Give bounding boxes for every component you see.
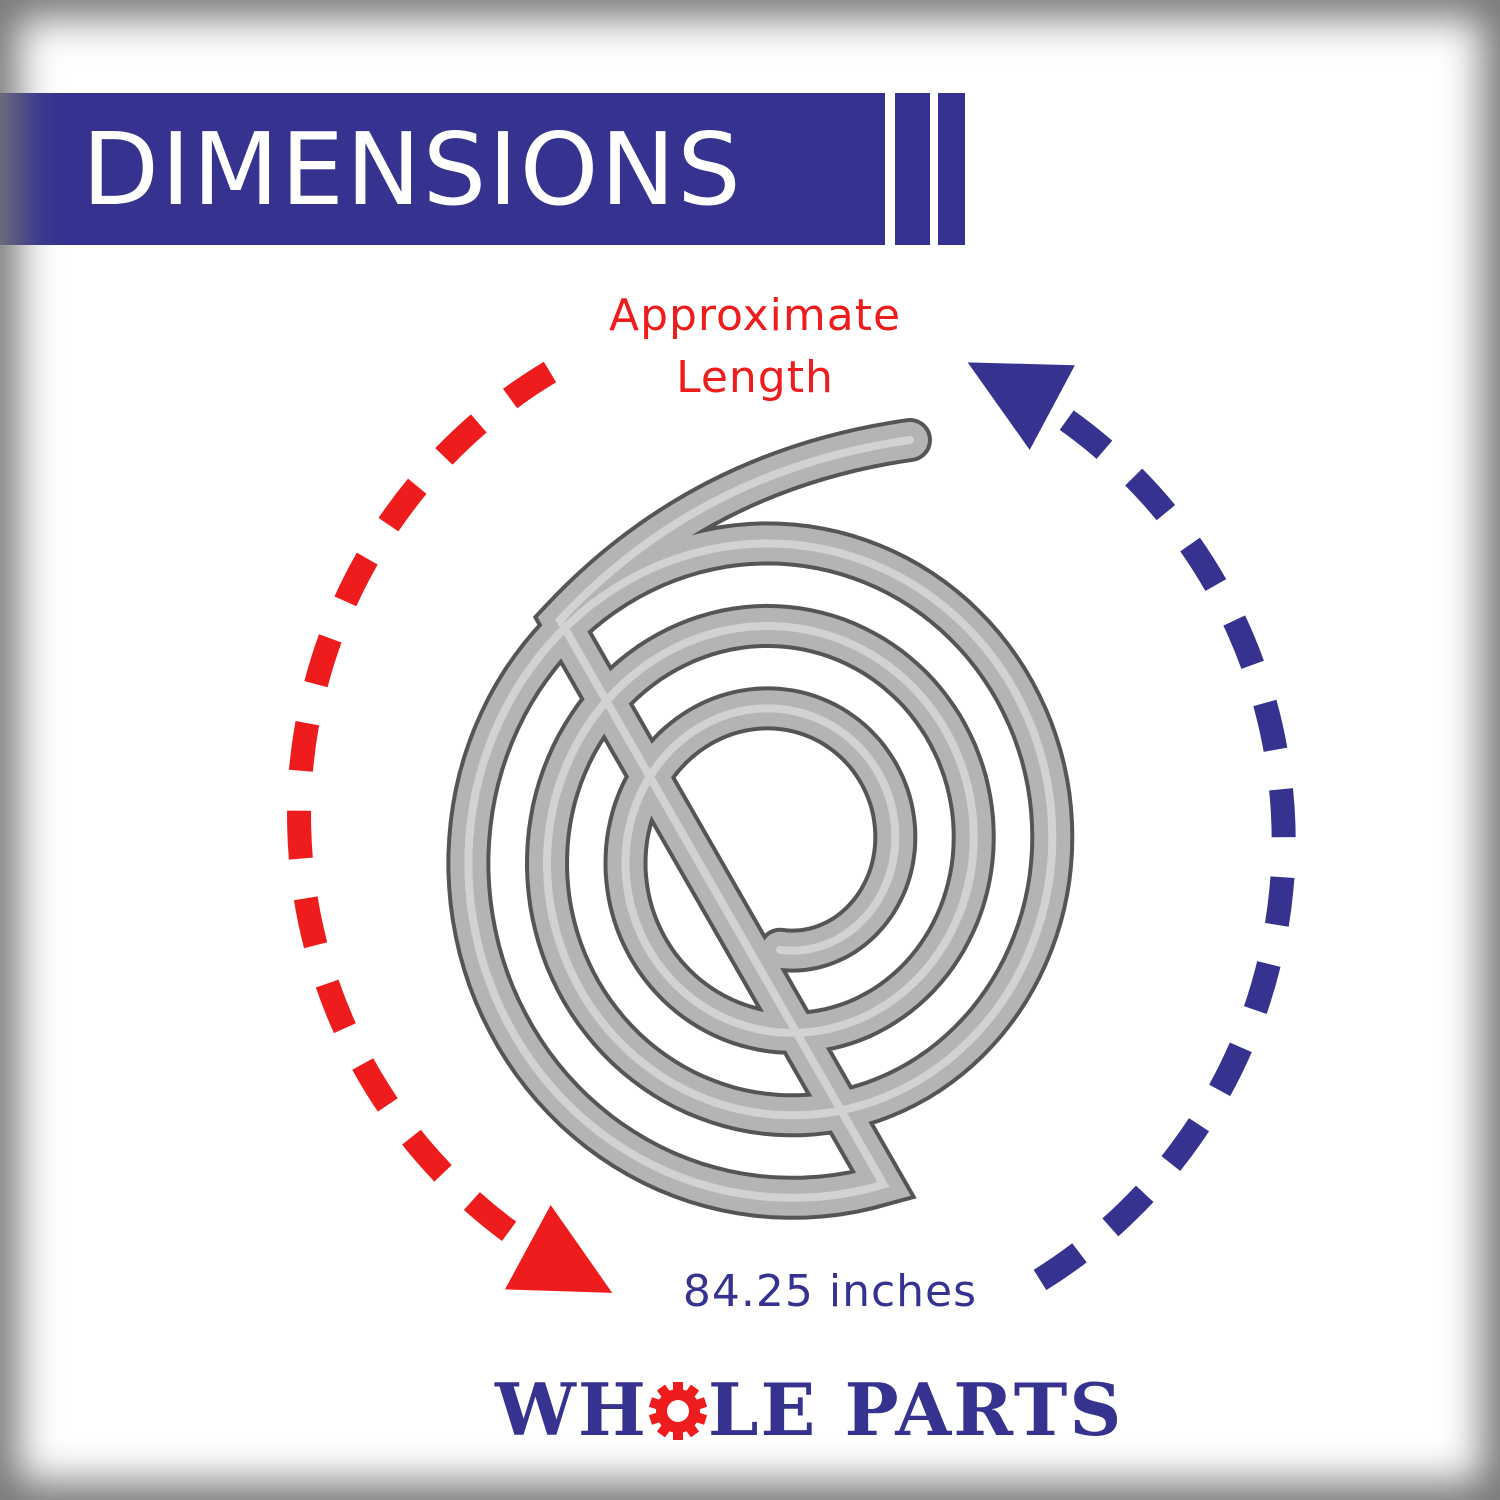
gear-tooth (648, 1397, 664, 1411)
gear-icon (648, 1382, 708, 1440)
gear-tooth (672, 1428, 683, 1440)
gasket-highlight (464, 436, 1057, 1202)
measurement-label: 84.25 inches (682, 1266, 978, 1317)
gear-tooth (656, 1421, 672, 1438)
gear-tooth (692, 1411, 708, 1425)
gear-tooth (683, 1384, 699, 1401)
gear-tooth (672, 1382, 683, 1394)
logo-text-left: WH (495, 1367, 648, 1452)
banner-stripe (938, 93, 965, 245)
banner-stripe (895, 93, 930, 245)
banner-title: DIMENSIONS (82, 111, 743, 228)
whole-parts-logo: WH LE PARTS (495, 1367, 1121, 1452)
gear-tooth (656, 1384, 672, 1401)
gear-tooth (683, 1421, 699, 1438)
gasket-body (450, 422, 1071, 1216)
red-dashed-arrow (287, 361, 613, 1293)
gasket-spiral (446, 418, 1075, 1220)
dimensions-banner: DIMENSIONS (0, 93, 885, 245)
gear-tooth (648, 1411, 664, 1425)
logo-text-right: LE PARTS (707, 1367, 1124, 1452)
approximate-label: Approximate (608, 290, 902, 341)
gear-tooth (692, 1397, 708, 1411)
length-label: Length (676, 352, 834, 403)
blue-dashed-arrow (967, 362, 1296, 1291)
